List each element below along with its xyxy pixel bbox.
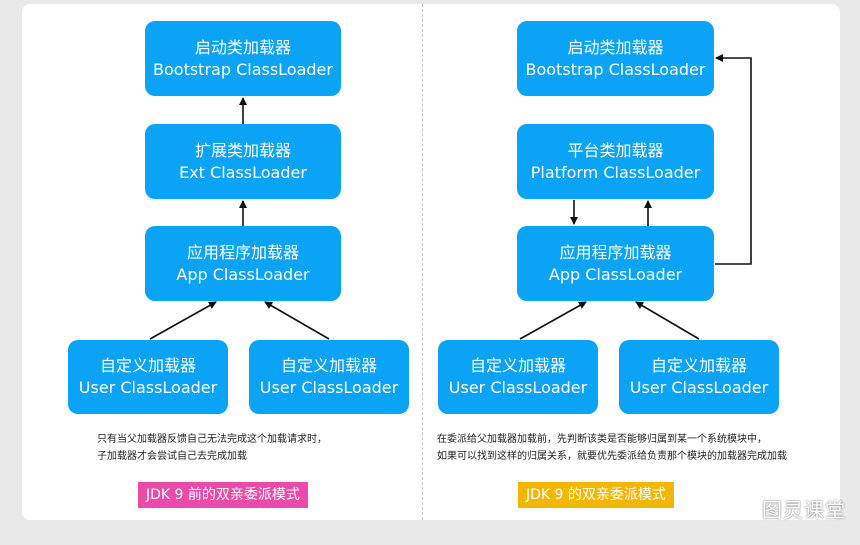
box-title-cn: 应用程序加载器 <box>186 242 299 262</box>
box-title-en: User ClassLoader <box>629 378 769 397</box>
box-title-en: User ClassLoader <box>259 378 399 397</box>
box-title-en: Platform ClassLoader <box>530 162 701 182</box>
box-title-cn: 自定义加载器 <box>469 356 566 375</box>
box-title-cn: 自定义加载器 <box>99 356 196 375</box>
box-title-cn: 平台类加载器 <box>567 140 664 160</box>
left-caption: 只有当父加载器反馈自己无法完成这个加载请求时， 子加载器才会尝试自己去完成加载 <box>97 431 327 465</box>
right-caption: 在委派给父加载器加载前，先判断该类是否能够归属到某一个系统模块中， 如果可以找到… <box>437 431 787 465</box>
right-title-tag: JDK 9 的双亲委派模式 <box>518 482 674 508</box>
box-title-cn: 自定义加载器 <box>650 356 747 375</box>
right-user-classloader-box-1: 自定义加载器 User ClassLoader <box>438 340 598 414</box>
box-title-en: Bootstrap ClassLoader <box>153 59 333 79</box>
box-title-cn: 应用程序加载器 <box>559 242 672 262</box>
panel-divider <box>422 4 423 520</box>
box-title-cn: 启动类加载器 <box>194 37 291 57</box>
caption-line: 只有当父加载器反馈自己无法完成这个加载请求时， <box>97 434 327 445</box>
caption-line: 子加载器才会尝试自己去完成加载 <box>97 451 247 462</box>
box-title-cn: 启动类加载器 <box>567 37 664 57</box>
box-title-en: App ClassLoader <box>176 264 310 284</box>
left-app-classloader-box: 应用程序加载器 App ClassLoader <box>145 226 341 301</box>
box-title-en: App ClassLoader <box>548 264 683 284</box>
left-bootstrap-classloader-box: 启动类加载器 Bootstrap ClassLoader <box>145 21 341 96</box>
arrow-user2-to-app-right <box>635 301 700 340</box>
watermark-logo: 图灵课堂 <box>762 498 846 522</box>
box-title-en: User ClassLoader <box>78 378 218 397</box>
left-ext-classloader-box: 扩展类加载器 Ext ClassLoader <box>145 124 341 199</box>
arrow-user2-to-app <box>264 301 330 340</box>
caption-line: 在委派给父加载器加载前，先判断该类是否能够归属到某一个系统模块中， <box>437 434 767 445</box>
arrow-user1-to-app-right <box>519 301 587 340</box>
left-title-tag: JDK 9 前的双亲委派模式 <box>138 482 308 508</box>
arrow-app-to-bootstrap-bypass <box>715 54 752 265</box>
caption-line: 如果可以找到这样的归属关系，就要优先委派给负责那个模块的加载器完成加载 <box>437 451 787 462</box>
box-title-cn: 扩展类加载器 <box>194 140 291 160</box>
right-user-classloader-box-2: 自定义加载器 User ClassLoader <box>619 340 779 414</box>
arrow-user1-to-app <box>149 301 217 340</box>
left-user-classloader-box-1: 自定义加载器 User ClassLoader <box>68 340 228 414</box>
box-title-cn: 自定义加载器 <box>280 356 377 375</box>
box-title-en: User ClassLoader <box>448 378 588 397</box>
right-app-classloader-box: 应用程序加载器 App ClassLoader <box>517 226 714 301</box>
left-user-classloader-box-2: 自定义加载器 User ClassLoader <box>249 340 409 414</box>
right-platform-classloader-box: 平台类加载器 Platform ClassLoader <box>517 124 714 199</box>
right-bootstrap-classloader-box: 启动类加载器 Bootstrap ClassLoader <box>517 21 714 96</box>
box-title-en: Ext ClassLoader <box>179 162 307 182</box>
box-title-en: Bootstrap ClassLoader <box>525 59 706 79</box>
